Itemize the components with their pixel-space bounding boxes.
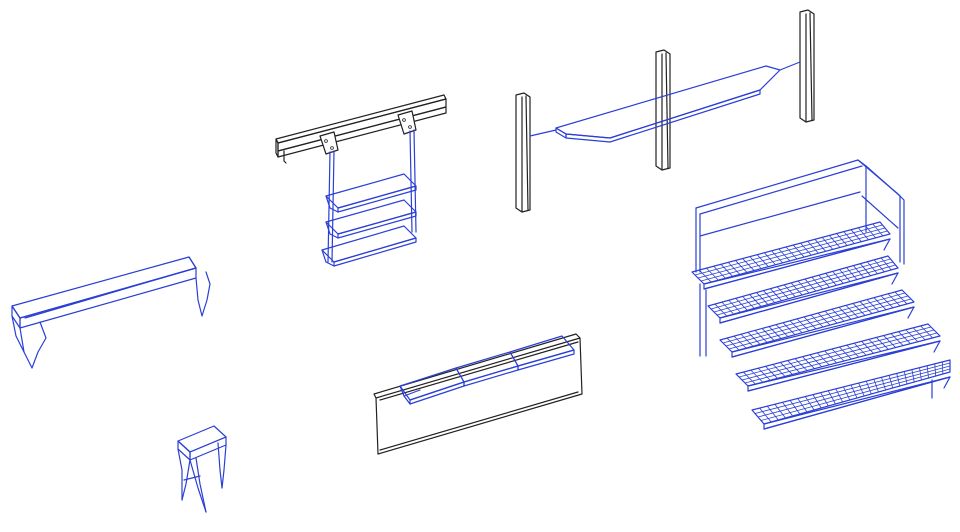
stair-tread	[751, 359, 951, 430]
stair-tread	[719, 289, 915, 358]
wall-panel-seat	[373, 333, 583, 455]
column-spanning-shelf	[515, 9, 815, 213]
stair-steps	[691, 221, 951, 430]
stair-tread	[707, 255, 899, 324]
stool	[177, 425, 227, 513]
beam-hanging-shelves	[275, 94, 447, 267]
bench	[11, 256, 211, 369]
grated-staircase	[691, 159, 951, 430]
stair-tread	[691, 221, 891, 290]
stair-tread	[735, 323, 941, 392]
